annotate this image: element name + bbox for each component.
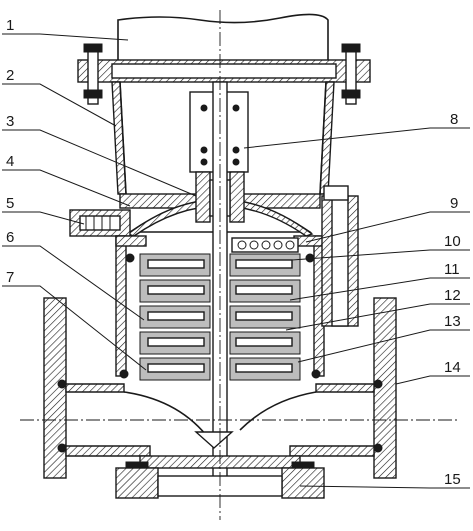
callout-13: 13 bbox=[444, 313, 461, 330]
callout-10: 10 bbox=[444, 233, 461, 250]
impeller-stack bbox=[139, 237, 301, 381]
motor bbox=[117, 13, 329, 63]
pump-base bbox=[43, 297, 397, 479]
callout-1: 1 bbox=[6, 17, 14, 34]
callout-9: 9 bbox=[450, 195, 458, 212]
callout-12: 12 bbox=[444, 287, 461, 304]
callout-5: 5 bbox=[6, 195, 14, 212]
callout-7: 7 bbox=[6, 269, 14, 286]
callout-4: 4 bbox=[6, 153, 14, 170]
callout-2: 2 bbox=[6, 67, 14, 84]
motor-flange bbox=[77, 43, 371, 105]
callout-8: 8 bbox=[450, 111, 458, 128]
callout-3: 3 bbox=[6, 113, 14, 130]
outlet-column bbox=[321, 185, 359, 327]
callout-15: 15 bbox=[444, 471, 461, 488]
leader-lines bbox=[2, 33, 470, 489]
callout-14: 14 bbox=[444, 359, 461, 376]
callout-6: 6 bbox=[6, 229, 14, 246]
center-lines bbox=[20, 10, 460, 520]
callout-11: 11 bbox=[444, 261, 460, 278]
callout-labels: 1 2 3 4 5 6 7 8 9 10 11 12 13 14 15 bbox=[6, 17, 461, 488]
